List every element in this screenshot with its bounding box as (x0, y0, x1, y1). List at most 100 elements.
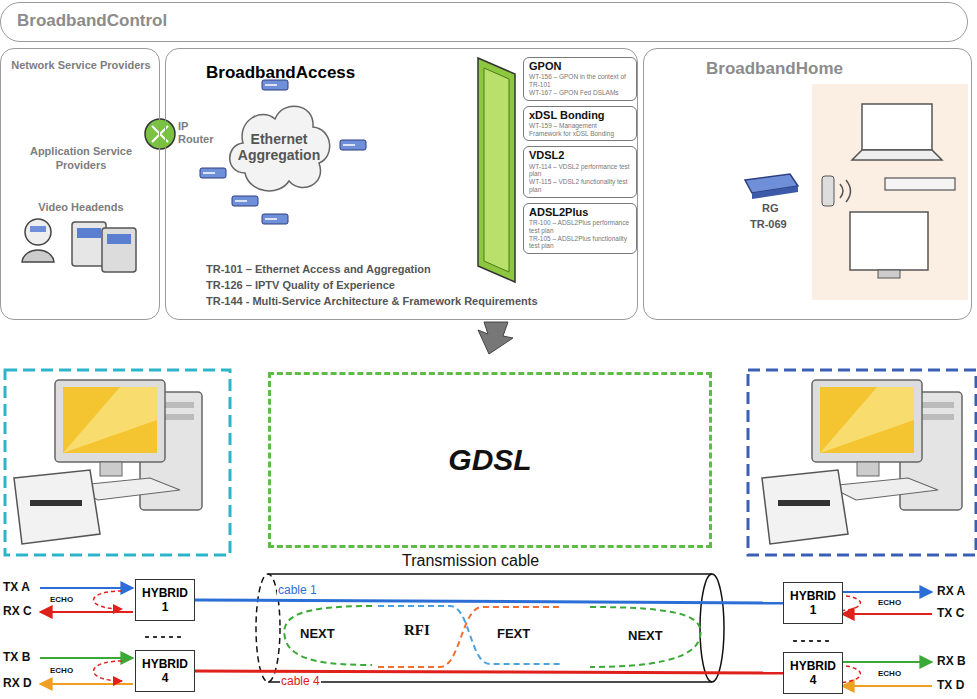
node-text: WT-114 – VDSL2 performance test plan (529, 163, 631, 179)
pc-right (762, 470, 848, 544)
residential-gateway (745, 174, 798, 199)
echo-label: ECHO (50, 666, 73, 675)
pc-right (828, 478, 938, 500)
signal-arrows (842, 613, 932, 615)
pc-left (100, 462, 122, 476)
crosstalk-paths (378, 606, 560, 664)
cable-cylinder (256, 574, 724, 682)
terminal-frames (748, 370, 976, 555)
ip-router-icon (145, 119, 175, 149)
router-label: IP Router (178, 120, 218, 145)
signal-arrows (842, 661, 932, 663)
cable-label: cable 4 (280, 674, 321, 688)
pc-left (63, 387, 157, 453)
pc-left (30, 500, 82, 506)
node-heading: GPON (529, 60, 631, 73)
signal-arrows (40, 587, 133, 589)
home-illustration (840, 180, 851, 202)
pair-ellipsis (145, 637, 833, 641)
signal-name: RX C (3, 605, 32, 619)
down-arrow (478, 322, 513, 354)
terminal-frames (5, 370, 976, 555)
headend-icons (107, 234, 131, 244)
server-icons (200, 80, 366, 224)
interference-label: FEXT (497, 627, 530, 642)
crosstalk-paths (590, 607, 701, 667)
aggregation-cloud: Ethernet Aggregation (223, 93, 335, 201)
cable-cylinder (268, 573, 712, 575)
node-heading: HYBRID 1 (142, 586, 188, 615)
cable-cylinder (700, 574, 724, 682)
echo-label: ECHO (878, 669, 901, 678)
pc-right (857, 462, 879, 476)
server-icons (232, 196, 258, 206)
signal-name: TX A (3, 581, 30, 595)
device-label: RG (762, 202, 779, 215)
signal-arrows (40, 657, 133, 659)
echo-label: ECHO (878, 598, 901, 607)
pc-right (812, 380, 922, 462)
dslam-device (484, 68, 509, 272)
hybrid-box: HYBRID 4 (135, 650, 195, 692)
hybrid-box: HYBRID 1 (783, 582, 843, 624)
node-text: WT-115 – VDSL2 functionality test plan (529, 178, 631, 194)
provider-panel: Network Service ProvidersApplication Ser… (0, 48, 160, 320)
node-text: WT-167 – GPON Fed DSLAMs (529, 89, 631, 97)
crosstalk-paths (284, 606, 700, 667)
server-icons (340, 140, 366, 150)
interference-label: NEXT (628, 629, 663, 644)
home-illustration (812, 84, 968, 300)
node-heading: HYBRID 4 (790, 659, 836, 688)
home-illustration (852, 150, 942, 160)
signal-arrows (842, 685, 932, 687)
home-illustration (878, 270, 900, 278)
hybrid-box: HYBRID 1 (135, 579, 195, 621)
home-illustration (850, 212, 928, 270)
server-icons (200, 168, 226, 178)
cable-pair (195, 600, 783, 603)
pc-right (762, 380, 962, 544)
pc-left (14, 380, 202, 544)
interference-label: RFI (404, 622, 430, 639)
signal-arrows (842, 591, 932, 593)
down-arrow (478, 322, 513, 354)
headend-icons (30, 226, 46, 232)
signal-name: TX D (937, 679, 964, 693)
echo-paths (94, 661, 123, 681)
node-heading: Ethernet Aggregation (238, 131, 320, 163)
pc-left (14, 470, 100, 544)
signal-name: TX B (3, 651, 30, 665)
cable-pair (195, 671, 783, 673)
terminal-frames (5, 370, 230, 555)
signal-arrows (40, 611, 133, 613)
access-panel: Ethernet AggregationGPONWT-156 – GPON in… (165, 48, 638, 320)
pair-ellipsis (793, 640, 833, 642)
node-text: TR-105 – ADSL2Plus functionality test pl… (529, 235, 631, 251)
home-illustration (822, 176, 834, 206)
node-heading: GDSL (448, 443, 531, 477)
crosstalk-paths (284, 606, 372, 665)
node-heading: BroadbandHome (706, 59, 843, 79)
cable-cylinder (268, 681, 712, 683)
pc-right (820, 387, 914, 453)
headend-icons (102, 228, 136, 272)
cable-label: Transmission cable (402, 552, 539, 570)
pc-left (63, 387, 157, 453)
node-text: TR-144 - Multi-Service Architecture & Fr… (206, 295, 538, 307)
gdsl-region: GDSL (268, 372, 712, 548)
echo-label: ECHO (50, 595, 73, 604)
headend-icons (25, 219, 51, 245)
dslam-device (478, 58, 515, 282)
node-text: TR-101 – Ethernet Access and Aggregation (206, 263, 431, 275)
headend-icons (22, 250, 54, 262)
node-heading: Network Service Providers (5, 59, 157, 73)
signal-name: RX A (937, 585, 965, 599)
headend-icons (77, 228, 101, 238)
signal-name: RX D (3, 677, 32, 691)
ip-router-icon (145, 119, 175, 149)
title-band: BroadbandControl (0, 2, 968, 42)
pc-right (778, 500, 830, 506)
node-heading: HYBRID 4 (142, 657, 188, 686)
pc-right (820, 387, 914, 453)
home-illustration (862, 104, 932, 150)
